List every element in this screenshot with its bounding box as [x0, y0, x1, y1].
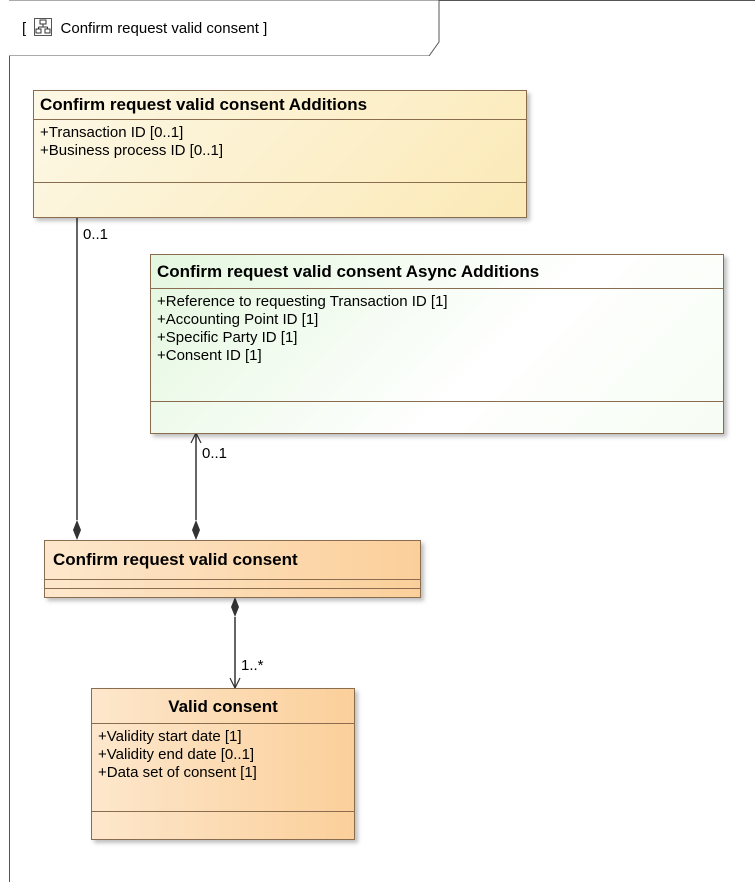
- attribute-list: +Reference to requesting Transaction ID …: [151, 289, 723, 402]
- multiplicity-async-additions: 0..1: [202, 445, 228, 462]
- class-name: Confirm request valid consent: [45, 541, 420, 580]
- empty-compartment: [45, 580, 420, 589]
- attribute: +Data set of consent [1]: [98, 764, 257, 781]
- attribute-list: +Transaction ID [0..1] +Business process…: [34, 120, 526, 183]
- frame-tab: [9, 0, 440, 56]
- class-name: Valid consent: [92, 689, 354, 724]
- class-name: Confirm request valid consent Additions: [34, 91, 526, 120]
- class-main[interactable]: Confirm request valid consent: [44, 540, 421, 598]
- edge-async-main: [190, 431, 202, 540]
- attribute-list: +Validity start date [1] +Validity end d…: [92, 724, 354, 812]
- attribute: +Accounting Point ID [1]: [157, 311, 319, 328]
- composition-diamond: [192, 520, 200, 540]
- frame-label-open: [: [22, 20, 27, 37]
- edge-main-validconsent: [229, 597, 241, 690]
- multiplicity-additions: 0..1: [83, 226, 109, 243]
- attribute: +Transaction ID [0..1]: [40, 124, 184, 141]
- operations-compartment: [34, 183, 526, 197]
- multiplicity-valid-consent: 1..*: [241, 657, 264, 674]
- edge-additions-main: [71, 201, 83, 540]
- frame-label-close: ]: [263, 20, 268, 37]
- attribute: +Validity end date [0..1]: [98, 746, 255, 763]
- class-valid-consent[interactable]: Valid consent +Validity start date [1] +…: [91, 688, 355, 840]
- attribute: +Consent ID [1]: [157, 347, 262, 364]
- composition-diamond: [73, 520, 81, 540]
- operations-compartment: [151, 402, 723, 416]
- frame-label: [ Confirm request valid consent ]: [22, 18, 267, 40]
- attribute: +Specific Party ID [1]: [157, 329, 298, 346]
- class-async-additions[interactable]: Confirm request valid consent Async Addi…: [150, 254, 724, 434]
- attribute: +Business process ID [0..1]: [40, 142, 224, 159]
- class-diagram-icon: [34, 18, 53, 40]
- class-additions[interactable]: Confirm request valid consent Additions …: [33, 90, 527, 218]
- class-name: Confirm request valid consent Async Addi…: [151, 255, 723, 289]
- frame-title: Confirm request valid consent: [60, 20, 259, 37]
- operations-compartment: [92, 812, 354, 826]
- attribute: +Validity start date [1]: [98, 728, 242, 745]
- attribute: +Reference to requesting Transaction ID …: [157, 293, 448, 310]
- composition-diamond: [231, 597, 239, 617]
